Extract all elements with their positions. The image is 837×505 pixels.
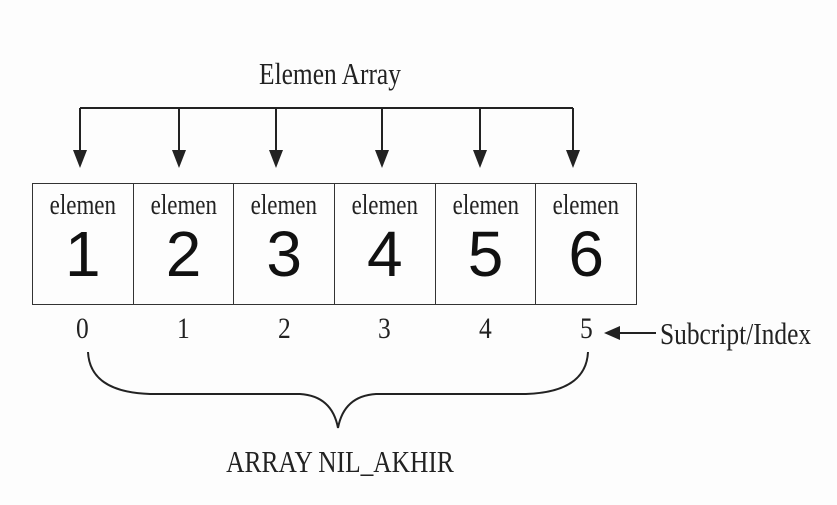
cell-value: 1 (65, 218, 101, 290)
index-pointer-arrow (604, 326, 656, 340)
array-name-label: ARRAY NIL_AKHIR (226, 444, 454, 479)
top-bracket-arrows (73, 107, 580, 168)
diagram-title: Elemen Array (259, 56, 401, 91)
array-cell: elemen 6 (536, 184, 636, 304)
cell-value: 2 (165, 218, 202, 290)
array-boxes: elemen 1 elemen 2 elemen 3 elemen 4 elem… (32, 183, 637, 305)
array-cell: elemen 2 (134, 184, 235, 304)
cell-value: 4 (367, 218, 403, 290)
cell-label: elemen (351, 190, 418, 221)
index-label: Subcript/Index (660, 316, 812, 351)
range-brace (87, 351, 589, 429)
cell-value: 5 (467, 218, 504, 290)
cell-label: elemen (553, 190, 620, 221)
cell-value: 6 (568, 218, 604, 290)
array-cell: elemen 4 (335, 184, 436, 304)
index-number: 0 (76, 312, 89, 345)
index-number: 5 (580, 312, 593, 345)
index-number: 4 (479, 312, 493, 345)
cell-label: elemen (251, 190, 318, 221)
index-number: 2 (277, 312, 291, 345)
index-number: 1 (176, 312, 190, 345)
cell-label: elemen (49, 190, 116, 221)
index-number: 3 (378, 312, 392, 345)
array-cell: elemen 1 (33, 184, 134, 304)
index-row: 0 1 2 3 4 5 (32, 312, 637, 346)
cell-value: 3 (266, 218, 302, 290)
array-cell: elemen 5 (436, 184, 537, 304)
array-cell: elemen 3 (234, 184, 336, 304)
cell-label: elemen (452, 190, 519, 221)
cell-label: elemen (150, 190, 217, 221)
